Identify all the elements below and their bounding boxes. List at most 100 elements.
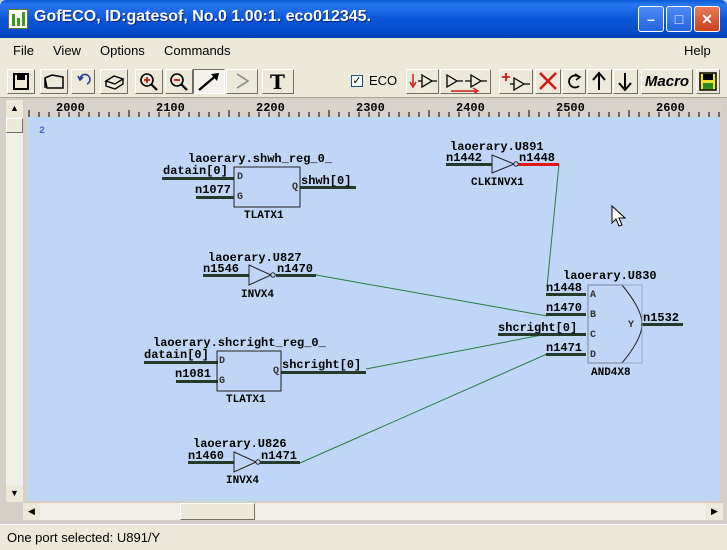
horizontal-scrollbar[interactable]: ◀ ▶ xyxy=(23,503,723,520)
printer-icon xyxy=(104,75,125,90)
app-icon xyxy=(8,9,28,29)
status-bar: One port selected: U891/Y xyxy=(0,524,727,550)
ruler-tick-label: 2100 xyxy=(156,101,185,115)
schematic-canvas[interactable]: 2 xyxy=(28,117,720,501)
ruler-tick-label: 2200 xyxy=(256,101,285,115)
print-button[interactable] xyxy=(100,69,128,94)
menu-commands[interactable]: Commands xyxy=(164,43,231,58)
cell-type-label: TLATX1 xyxy=(244,210,284,222)
vertical-ruler xyxy=(25,117,28,501)
wire-n1470[interactable] xyxy=(315,274,548,317)
menu-options[interactable]: Options xyxy=(100,43,145,58)
cell-shcright-reg[interactable]: laoerary.shcright_reg_0_ TLATX1 D G Q da… xyxy=(144,336,361,406)
cell-u830[interactable]: laoerary.U830 AND4X8 A B C D Y n1448 n14… xyxy=(498,269,679,379)
eco-checkbox[interactable]: ✓ xyxy=(351,75,363,87)
ruler-tick-label: 2600 xyxy=(656,101,685,115)
net-label: n1470 xyxy=(546,301,582,315)
open-button[interactable] xyxy=(40,69,68,94)
vertical-scroll-thumb[interactable] xyxy=(6,118,23,133)
cell-u827[interactable]: laoerary.U827 INVX4 n1546 n1470 xyxy=(203,251,313,301)
scroll-left-button[interactable]: ◀ xyxy=(23,503,40,520)
ruler-tick-label: 2500 xyxy=(556,101,585,115)
zoom-out-button[interactable] xyxy=(165,69,193,94)
status-text: One port selected: U891/Y xyxy=(7,530,161,545)
maximize-button[interactable]: □ xyxy=(666,6,692,32)
mouse-cursor-icon xyxy=(611,204,627,227)
net-label: n1077 xyxy=(195,183,231,197)
net-label: datain[0] xyxy=(163,164,228,178)
ruler-tick-label: 2000 xyxy=(56,101,85,115)
arrow-down-icon xyxy=(618,73,632,92)
cell-u891[interactable]: laoerary.U891 CLKINVX1 n1442 n1448 xyxy=(446,140,555,189)
move-up-button[interactable] xyxy=(587,69,612,94)
floppy-icon xyxy=(13,73,29,90)
instance-label: laoerary.shwh_reg_0_ xyxy=(188,152,333,166)
scroll-up-button[interactable]: ▲ xyxy=(6,100,23,117)
menu-file[interactable]: File xyxy=(13,43,34,58)
net-label: n1448 xyxy=(546,281,582,295)
eco-checkbox-label: ECO xyxy=(369,73,398,88)
net-label: n1546 xyxy=(203,262,239,276)
delete-x-icon xyxy=(539,72,557,90)
net-label: shcright[0] xyxy=(498,321,577,335)
pin-label: G xyxy=(237,192,243,203)
save-button[interactable] xyxy=(7,69,35,94)
scroll-down-button[interactable]: ▼ xyxy=(6,485,23,502)
pin-label: C xyxy=(590,330,596,341)
zoom-in-button[interactable] xyxy=(135,69,163,94)
rotate-button[interactable] xyxy=(562,69,586,94)
pin-label: Q xyxy=(292,182,298,193)
text-tool-label: T xyxy=(270,70,285,94)
save-eco-button[interactable] xyxy=(696,69,720,94)
menu-help[interactable]: Help xyxy=(684,43,711,58)
vertical-scrollbar[interactable]: ▲ ▼ xyxy=(6,100,23,502)
green-floppy-icon xyxy=(699,72,717,91)
select-tool-button[interactable] xyxy=(193,69,225,94)
wire-shcright[interactable] xyxy=(365,333,548,370)
move-down-button[interactable] xyxy=(613,69,638,94)
undo-button[interactable] xyxy=(71,69,95,94)
pin-label: B xyxy=(590,310,596,321)
title-bar[interactable]: GofECO, ID:gatesof, No.0 1.00:1. eco0123… xyxy=(0,0,727,38)
close-icon: ✕ xyxy=(701,11,713,27)
cell-shwh-reg[interactable]: laoerary.shwh_reg_0_ TLATX1 D G Q datain… xyxy=(163,152,351,222)
pin-label: D xyxy=(219,356,225,367)
ruler-tick-label: 2300 xyxy=(356,101,385,115)
cell-u826[interactable]: laoerary.U826 INVX4 n1460 n1471 xyxy=(188,437,297,487)
wire-n1448[interactable] xyxy=(546,163,560,288)
menu-view[interactable]: View xyxy=(53,43,81,58)
checkmark-icon: ✓ xyxy=(352,75,362,87)
cell-type-label: AND4X8 xyxy=(591,367,631,379)
insert-gate-chain-button[interactable] xyxy=(440,69,491,94)
horizontal-scroll-thumb[interactable] xyxy=(180,503,255,520)
net-label: n1081 xyxy=(175,367,211,381)
pin-label: D xyxy=(237,172,243,183)
macro-button[interactable]: Macro xyxy=(641,69,693,94)
wire-n1471[interactable] xyxy=(299,353,548,464)
menu-bar: File View Options Commands Help xyxy=(0,38,727,64)
net-label: n1471 xyxy=(261,449,297,463)
net-label: shcright[0] xyxy=(282,358,361,372)
minimize-button[interactable]: – xyxy=(638,6,664,32)
text-tool-button[interactable]: T xyxy=(262,69,294,94)
pin-label: G xyxy=(219,376,225,387)
net-label: n1532 xyxy=(643,311,679,325)
pin-label: A xyxy=(590,290,596,301)
window-title: GofECO, ID:gatesof, No.0 1.00:1. eco0123… xyxy=(34,8,372,25)
pin-label: D xyxy=(590,350,596,361)
close-button[interactable]: ✕ xyxy=(694,6,720,32)
net-label: shwh[0] xyxy=(301,174,351,188)
scroll-right-button[interactable]: ▶ xyxy=(706,503,723,520)
ruler-tick-label: 2400 xyxy=(456,101,485,115)
add-gate-button[interactable] xyxy=(499,69,533,94)
delete-button[interactable] xyxy=(535,69,561,94)
insert-buffer-button[interactable] xyxy=(406,69,439,94)
pin-label: Y xyxy=(628,320,634,331)
net-label: n1448 xyxy=(519,151,555,165)
instance-label: laoerary.U830 xyxy=(563,269,657,283)
wire-tool-button[interactable] xyxy=(226,69,258,94)
sheet-number: 2 xyxy=(39,126,45,137)
instance-label: laoerary.U891 xyxy=(450,140,544,154)
arrow-pointer-icon xyxy=(198,73,219,91)
chevron-right-icon xyxy=(236,73,250,89)
